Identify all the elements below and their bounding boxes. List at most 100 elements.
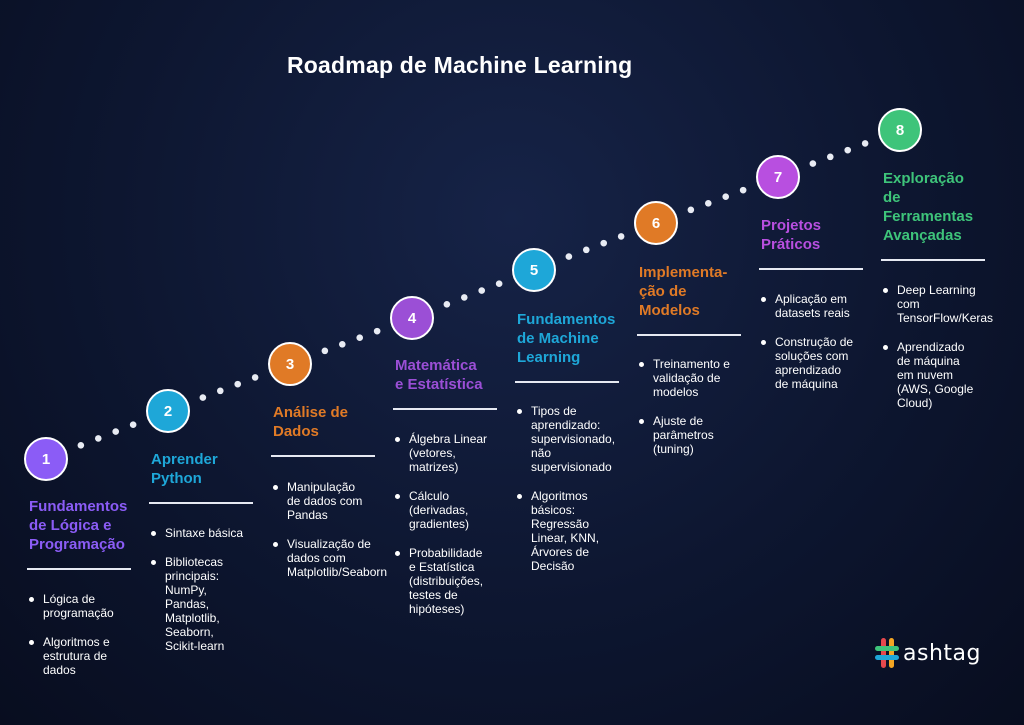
- step-5-heading-line: Learning: [517, 349, 581, 366]
- hashtag-logo-icon: [875, 638, 899, 668]
- step-5-divider: [515, 381, 619, 383]
- topic-line: validação de: [653, 371, 721, 385]
- page-title: Roadmap de Machine Learning: [287, 52, 633, 78]
- step-6-divider: [637, 334, 741, 336]
- step-1-heading-line: de Lógica e: [29, 517, 112, 534]
- path-dot: [861, 140, 869, 147]
- step-8-node: 8: [878, 108, 922, 152]
- step-4-heading-line: Matemática: [395, 357, 477, 374]
- path-dot: [809, 160, 817, 167]
- topic-line: Linear, KNN,: [531, 531, 600, 545]
- topic-line: parâmetros: [653, 428, 714, 442]
- topic-line: NumPy,: [165, 583, 207, 597]
- step-3-node: 3: [268, 342, 312, 386]
- path-dot: [565, 253, 573, 260]
- path-dot: [739, 186, 747, 194]
- topic-line: Cálculo: [409, 489, 450, 503]
- step-7-heading-line: Práticos: [761, 236, 821, 253]
- topic-line: não: [531, 446, 552, 460]
- step-8-heading-line: Ferramentas: [883, 208, 974, 225]
- topic-line: hipóteses): [409, 602, 465, 616]
- path-dot: [844, 146, 852, 154]
- topic-line: Scikit-learn: [165, 639, 225, 653]
- topic-line: de dados com: [287, 494, 363, 508]
- path-dot: [826, 153, 834, 161]
- topic-line: supervisionado,: [531, 432, 616, 446]
- topic-line: Decisão: [531, 559, 575, 573]
- step-7-heading-line: Projetos: [761, 217, 822, 234]
- topic-line: de máquina: [897, 354, 960, 368]
- path-dot: [216, 387, 224, 395]
- topic-line: aprendizado:: [531, 418, 601, 432]
- topic-line: datasets reais: [775, 306, 850, 320]
- step-1-heading-line: Fundamentos: [29, 498, 128, 515]
- step-4-node: 4: [390, 296, 434, 340]
- topic-line: Deep Learning: [897, 283, 976, 297]
- step-3-heading-line: Análise de: [273, 404, 349, 421]
- path-dot: [129, 421, 137, 429]
- topic-line: programação: [43, 606, 114, 620]
- topic-line: (tuning): [653, 442, 694, 456]
- topic-line: Bibliotecas: [165, 555, 224, 569]
- step-1-divider: [27, 568, 131, 570]
- topic-line: Álgebra Linear: [409, 432, 488, 446]
- topic-line: Ajuste de: [653, 414, 704, 428]
- path-dot: [460, 294, 468, 301]
- topic-line: e Estatística: [409, 560, 475, 574]
- topic-line: Regressão: [531, 517, 590, 531]
- topic-line: modelos: [653, 385, 699, 399]
- path-dot: [94, 435, 102, 442]
- topic-line: (distribuições,: [409, 574, 484, 588]
- path-dot: [199, 394, 207, 401]
- step-8-divider: [881, 259, 985, 261]
- topic-line: principais:: [165, 569, 220, 583]
- topic-line: dados com: [287, 551, 346, 565]
- topic-line: TensorFlow/Keras: [897, 311, 994, 325]
- topic-line: Visualização de: [287, 537, 371, 551]
- step-6-heading-line: Implementa-: [639, 264, 728, 281]
- step-3-heading-line: Dados: [273, 423, 319, 440]
- step-3-divider: [271, 455, 375, 457]
- topic-line: supervisionado: [531, 460, 612, 474]
- topic-line: Probabilidade: [409, 546, 483, 560]
- path-dot: [722, 193, 730, 201]
- topic-line: de máquina: [775, 377, 838, 391]
- path-dot: [600, 239, 608, 247]
- topic-line: Algoritmos: [531, 489, 588, 503]
- path-dot: [77, 441, 85, 449]
- step-2-divider: [149, 502, 253, 504]
- topic-line: Cloud): [897, 396, 933, 410]
- step-5-heading-line: Fundamentos: [517, 311, 616, 328]
- topic-line: Sintaxe básica: [165, 526, 244, 540]
- topic-line: gradientes): [409, 517, 470, 531]
- step-4-topics: Álgebra Linear(vetores,matrizes)Cálculo(…: [395, 432, 487, 631]
- step-4-topic: Cálculo(derivadas,gradientes): [395, 489, 487, 531]
- step-3-heading: Análise de Dados: [273, 403, 348, 441]
- step-8-heading-line: Avançadas: [883, 227, 962, 244]
- topic-line: (AWS, Google: [897, 382, 974, 396]
- topic-line: dados: [43, 663, 76, 677]
- topic-line: Treinamento e: [653, 357, 730, 371]
- path-dot: [443, 300, 451, 308]
- topic-line: Árvores de: [531, 545, 590, 559]
